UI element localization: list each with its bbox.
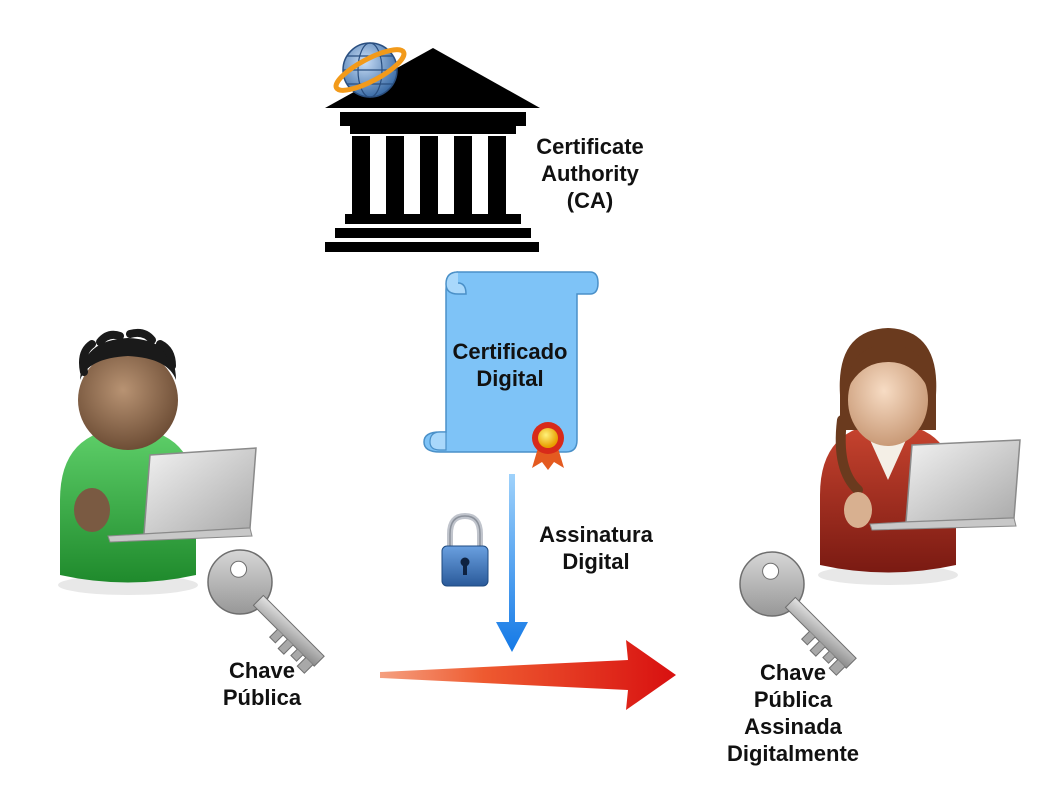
left-key-label-line1: Chave xyxy=(228,658,296,683)
right-key-label-line4: Digitalmente xyxy=(726,741,860,766)
scroll-certificate-icon xyxy=(423,271,599,453)
signature-label-line1: Assinatura xyxy=(539,522,653,547)
signature-label-line2: Digital xyxy=(562,549,630,574)
signature-label: Assinatura Digital xyxy=(526,521,666,575)
red-arrow-right xyxy=(380,640,676,710)
right-key-label-line3: Assinada xyxy=(744,714,842,739)
ribbon-seal-icon xyxy=(532,422,564,470)
ca-label-line1: Certificate xyxy=(536,134,644,159)
ca-label-line2: Authority xyxy=(541,161,639,186)
key-icon-right xyxy=(739,551,857,676)
left-key-label-line2: Pública xyxy=(222,685,302,710)
blue-arrow-down xyxy=(496,474,528,652)
globe-icon xyxy=(333,42,407,98)
laptop-icon-right xyxy=(869,439,1021,531)
left-key-label: Chave Pública xyxy=(202,657,322,711)
certificate-label-line2: Digital xyxy=(476,366,544,391)
certificate-label: Certificado Digital xyxy=(440,338,580,392)
ca-label: Certificate Authority (CA) xyxy=(520,133,660,214)
certificate-label-line1: Certificado xyxy=(452,339,568,364)
right-key-label: Chave Pública Assinada Digitalmente xyxy=(712,659,874,767)
ca-label-line3: (CA) xyxy=(566,188,614,213)
laptop-icon-left xyxy=(107,447,257,543)
padlock-icon xyxy=(441,512,489,587)
key-icon-left xyxy=(207,549,325,674)
right-key-label-line2: Pública xyxy=(753,687,833,712)
right-key-label-line1: Chave xyxy=(759,660,827,685)
